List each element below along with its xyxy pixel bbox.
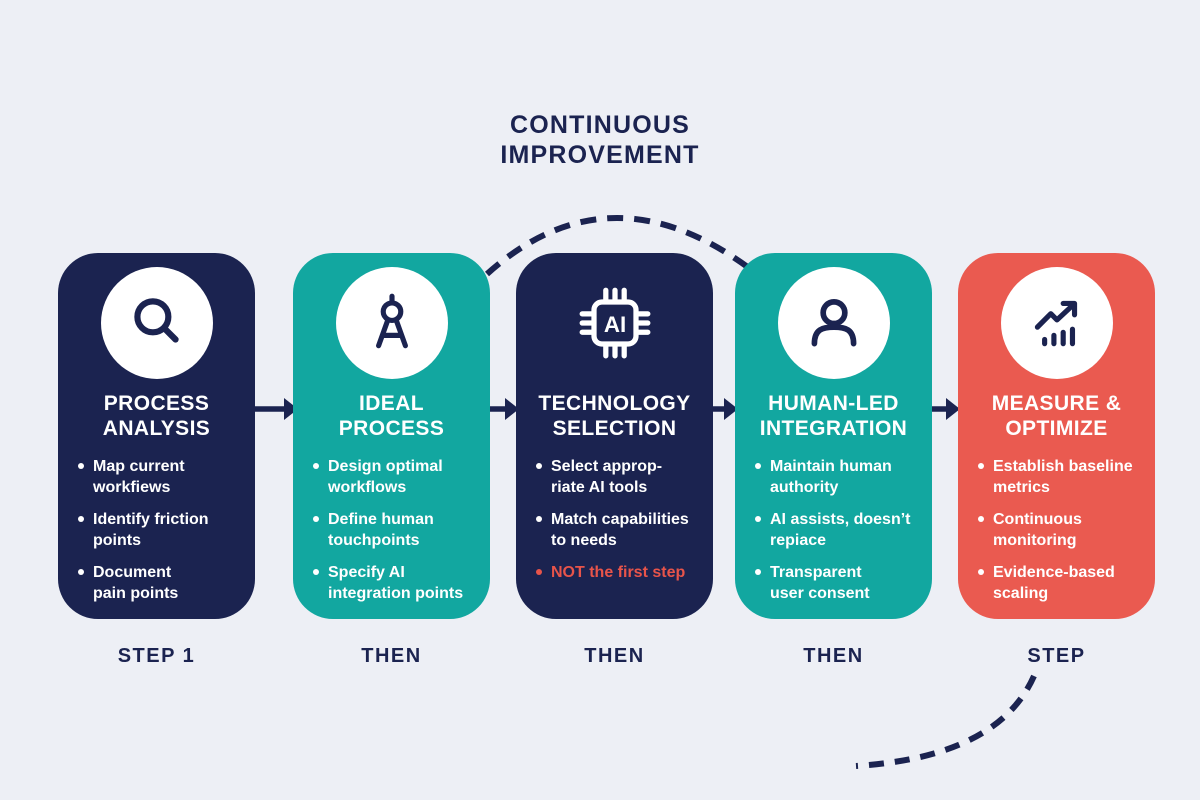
card-title: MEASURE & OPTIMIZE [991,392,1122,440]
bullet-dot [313,569,319,575]
bullet-dot [78,463,84,469]
bullet-dot [755,516,761,522]
bullet-dot [536,463,542,469]
page-title-line-1: CONTINUOUS [509,111,691,139]
bullet-dot [755,463,761,469]
step-label-4: THEN [803,645,864,667]
ai-chip-icon: AI [579,287,650,359]
icon-circle [335,267,448,379]
card-title: HUMAN-LED INTEGRATION [759,392,908,440]
card-title: PROCESS ANALYSIS [102,392,211,440]
page-title: CONTINUOUS IMPROVEMENT [420,110,780,170]
bullet-item-highlighted: NOT the first step [536,562,705,583]
bullet-dot [755,569,761,575]
card-technology-selection: AI TECHNOLOGY SELECTION Select approp-ri… [516,253,713,619]
bullet-list: Select approp-riate AI tools Match capab… [516,456,713,583]
step-label-5: STEP [1027,645,1086,667]
step-label-2: THEN [361,645,422,667]
icon-circle [777,267,890,379]
bullet-item: Select approp-riate AI tools [536,456,705,498]
bullet-dot [978,569,984,575]
icon-circle: AI [559,267,671,379]
compass-icon [375,293,408,349]
growth-chart-icon [1034,300,1077,347]
icon-circle [1000,267,1113,379]
card-title: TECHNOLOGY SELECTION [538,392,691,440]
bullet-dot [313,463,319,469]
page-title-line-2: IMPROVEMENT [500,141,700,169]
bullet-dot [536,569,542,575]
person-icon [811,299,856,347]
bullet-dot [313,516,319,522]
step-label-3: THEN [584,645,645,667]
flow-arrow-1 [250,398,298,420]
bullet-dot [78,516,84,522]
icon-circle [100,267,213,379]
magnifier-icon [133,298,179,343]
card-title: IDEAL PROCESS [338,392,445,440]
bullet-dot [78,569,84,575]
bullet-dot [978,516,984,522]
step-label-1: STEP 1 [117,645,196,667]
bullet-dot [536,516,542,522]
loop-back-curve [855,674,1037,769]
bullet-dot [978,463,984,469]
ai-chip-label: AI [603,312,625,337]
